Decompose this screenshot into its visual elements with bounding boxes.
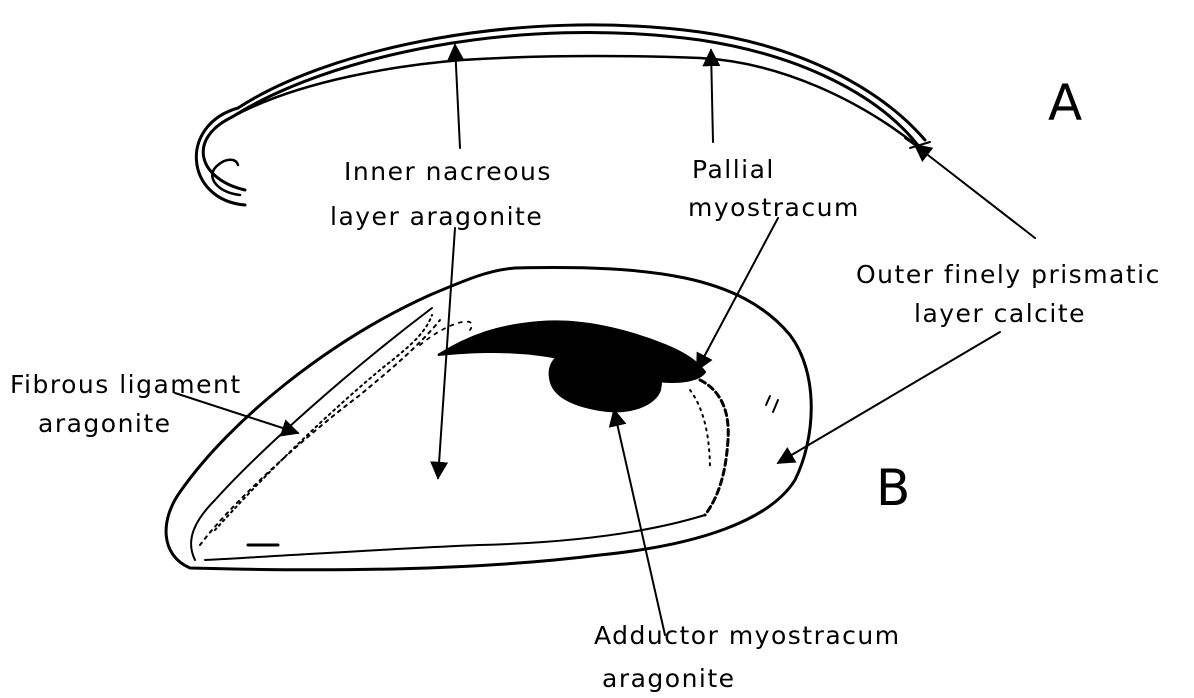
panel-label-a: A [1048, 74, 1082, 132]
arrow-outer-prismatic-a [915, 145, 1035, 238]
panel-label-b: B [876, 459, 910, 517]
shell-valve-b [166, 268, 811, 570]
label-pallial-line1: Pallial [692, 155, 775, 184]
arrow-pallial-b [697, 218, 778, 370]
label-adductor-line1: Adductor myostracum [594, 621, 901, 650]
label-adductor-line2: aragonite [602, 664, 736, 693]
arrow-pallial-a [711, 50, 713, 142]
label-fibrous-line2: aragonite [38, 409, 172, 438]
label-fibrous-line1: Fibrous ligament [10, 370, 242, 399]
label-inner-nacreous-line1: Inner nacreous [344, 157, 552, 186]
label-pallial-line2: myostracum [688, 193, 860, 222]
label-inner-nacreous-line2: layer aragonite [330, 202, 543, 231]
label-outer-prismatic-line1: Outer finely prismatic [856, 260, 1161, 289]
label-outer-prismatic-line2: layer calcite [914, 299, 1086, 328]
shell-cross-section-a [196, 25, 930, 205]
arrow-adductor [614, 410, 665, 635]
